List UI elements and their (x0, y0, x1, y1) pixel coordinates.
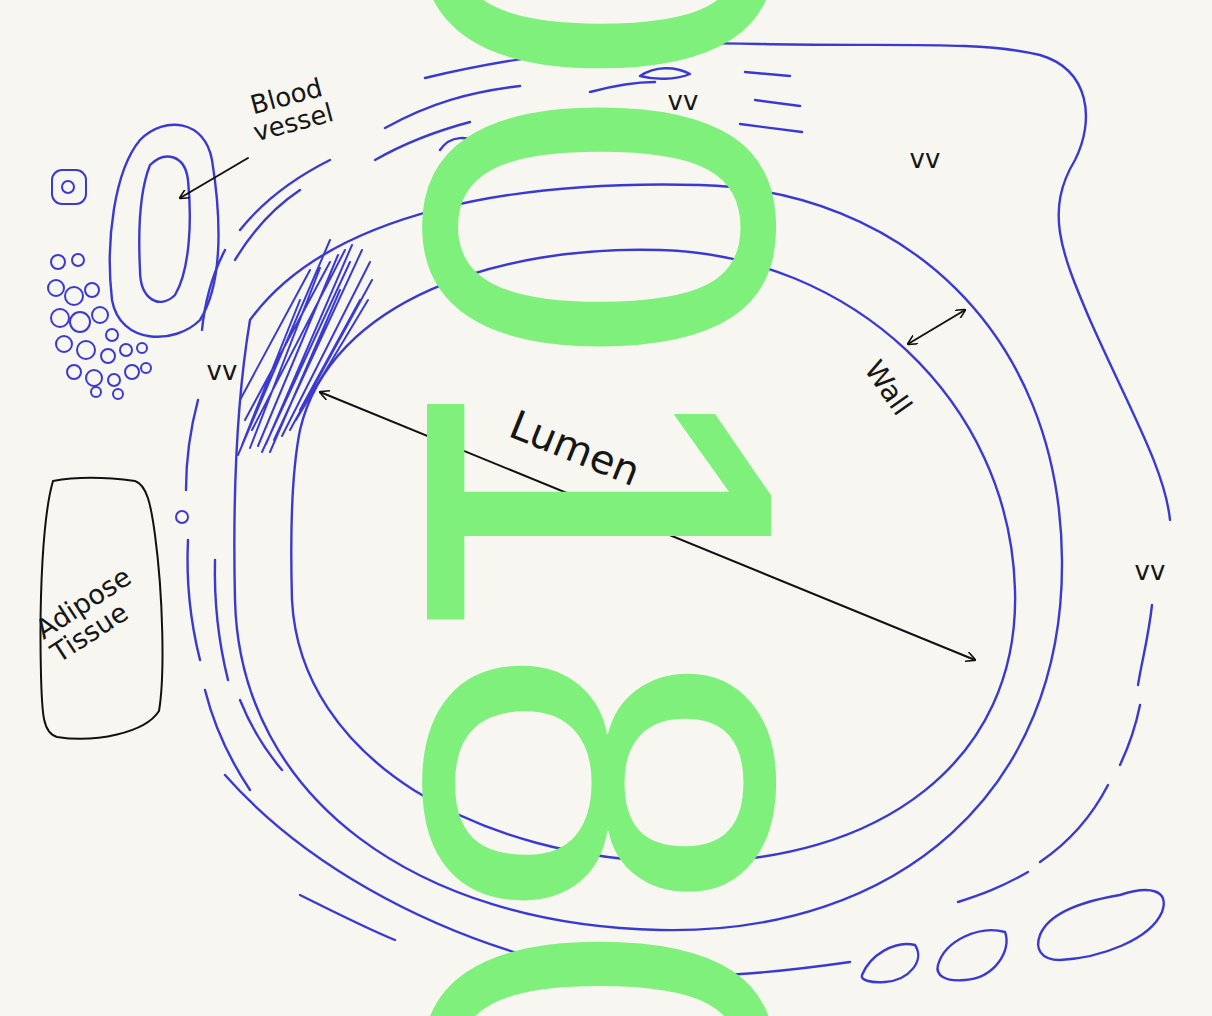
adipose-cells (48, 170, 188, 523)
wall-arrow (908, 310, 965, 344)
tissue-region: Adipose Tissue (35, 475, 167, 743)
adventitia-stroke (1120, 705, 1140, 765)
adventitia-stroke (240, 160, 330, 230)
cell-blob (937, 930, 1006, 980)
adventitia-stroke (958, 872, 1028, 902)
leader-line (180, 158, 248, 198)
part-label: vv (910, 146, 941, 173)
adventitia-stroke (1040, 785, 1108, 862)
part-label: vv (207, 358, 238, 385)
watermark: 00180 (350, 0, 850, 1016)
adventitia-stroke (240, 700, 282, 770)
cell-blob (862, 944, 918, 982)
adventitia-stroke (215, 560, 228, 680)
part-label: Blood vessel (225, 68, 355, 152)
adventitia-stroke (1138, 605, 1152, 685)
region-label: Adipose Tissue (31, 550, 171, 668)
part-label: Wall (859, 356, 917, 421)
part-label: vv (668, 88, 699, 115)
cell-blob (1038, 890, 1164, 960)
blood-vessel-lumen (139, 157, 189, 302)
blood-vessel-outline (110, 125, 219, 337)
adventitia-stroke (188, 540, 201, 660)
adventitia-stroke (186, 400, 198, 490)
part-label: vv (1135, 558, 1166, 585)
